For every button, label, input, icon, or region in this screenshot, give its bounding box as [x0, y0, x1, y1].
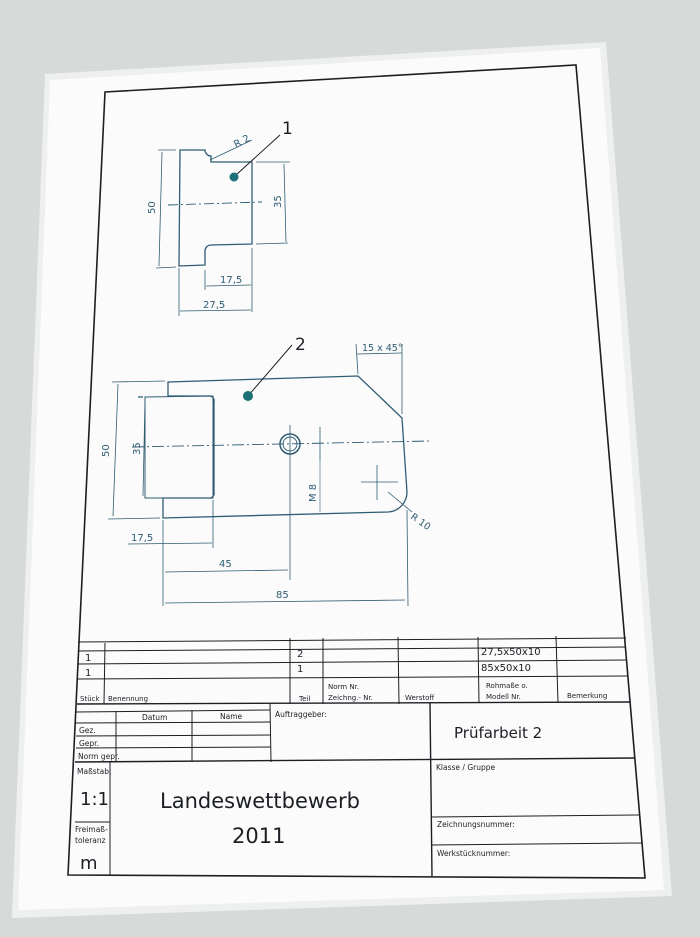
header-bemerkung: Bemerkung — [567, 692, 607, 700]
tb-datum: Datum — [142, 713, 167, 722]
parts-row1-partno: 2 — [297, 649, 303, 660]
tb-pruefarbeit: Prüfarbeit 2 — [454, 724, 542, 742]
part1-view — [155, 134, 290, 316]
parts-row2-qty: 1 — [85, 668, 91, 679]
tb-auftraggeber: Auftraggeber: — [275, 710, 327, 719]
part2-centerline — [131, 440, 431, 448]
paper-sheet — [18, 48, 664, 910]
tb-zeichnungsnummer: Zeichnungsnummer: — [437, 820, 515, 829]
header-rohmasse-line2: Modell Nr. — [486, 693, 521, 701]
part2-dim-inner-line — [142, 398, 146, 497]
part2-chamfer-line — [356, 352, 403, 355]
parts-list-grid — [76, 635, 631, 705]
header-werkstoff: Werstoff — [405, 694, 434, 702]
header-benennung: Benennung — [108, 695, 148, 703]
header-norm-line1: Norm Nr. — [328, 683, 359, 691]
drawing-frame — [67, 64, 646, 879]
tb-title-line2: 2011 — [232, 824, 285, 848]
tb-freimass-value: m — [80, 853, 98, 874]
part1-radius-leader — [209, 139, 253, 161]
part2-view — [107, 343, 431, 607]
part2-callout: 2 — [295, 335, 306, 355]
tb-freimass-line2: toleranz — [75, 836, 106, 845]
parts-row1-qty: 1 — [85, 653, 91, 664]
parts-row2-partno: 1 — [297, 664, 303, 675]
part1-dim-inner-line — [283, 163, 287, 243]
part2-inset-outline — [144, 395, 214, 499]
header-norm-line2: Zeichng.- Nr. — [328, 694, 373, 702]
part1-dim-width: 27,5 — [203, 300, 225, 311]
part2-thread-label: M 8 — [308, 484, 319, 502]
parts-row2-dimensions: 85x50x10 — [481, 663, 531, 674]
part2-callout-leader — [247, 344, 293, 397]
part2-dim-height: 50 — [101, 444, 112, 457]
part2-dim-offset: 17,5 — [131, 533, 153, 544]
part1-dim-offset-line — [205, 284, 252, 287]
part2-radius-leader — [387, 491, 413, 513]
part2-dim-hole-pos-line — [164, 569, 289, 573]
tb-freimass-line1: Freimaß- — [75, 825, 108, 834]
part1-outline — [178, 149, 253, 267]
parts-row1-dimensions: 27,5x50x10 — [481, 647, 541, 658]
tb-massstab-label: Maßstab: — [77, 767, 112, 776]
part2-dim-total-line — [164, 599, 406, 604]
tb-klasse: Klasse / Gruppe — [436, 763, 495, 772]
header-rohmasse-line1: Rohmaße o. — [486, 682, 528, 690]
tb-norm-gepr: Norm gepr. — [78, 752, 120, 761]
part1-dim-height: 50 — [147, 201, 158, 214]
part2-dim-total: 85 — [276, 590, 289, 601]
part1-dim-width-line — [179, 309, 252, 312]
part2-dim-hole-pos: 45 — [219, 559, 232, 570]
part1-callout-dot — [229, 172, 239, 182]
part2-dim-inner: 35 — [132, 442, 143, 455]
title-block-grid — [74, 702, 643, 877]
tb-werkstuecknummer: Werkstücknummer: — [437, 849, 510, 858]
tb-massstab-value: 1:1 — [80, 789, 109, 810]
part2-dim-height-line — [112, 383, 119, 517]
tb-title-line1: Landeswettbewerb — [160, 789, 360, 813]
part2-chamfer-label: 15 x 45° — [362, 343, 403, 354]
header-stueck: Stück — [80, 695, 100, 703]
part1-dim-height-line — [158, 151, 163, 267]
part2-dim-offset-line — [127, 542, 213, 545]
tb-gez: Gez. — [79, 726, 96, 735]
tb-name: Name — [220, 712, 243, 721]
part1-centerline — [167, 201, 263, 206]
part1-dim-offset: 17,5 — [220, 275, 242, 286]
part2-callout-dot — [243, 391, 253, 401]
part1-callout: 1 — [282, 119, 293, 139]
tb-gepr: Gepr. — [79, 739, 99, 748]
part1-dim-inner: 35 — [273, 195, 284, 208]
part1-callout-leader — [235, 134, 281, 176]
header-teil: Teil — [298, 695, 310, 703]
